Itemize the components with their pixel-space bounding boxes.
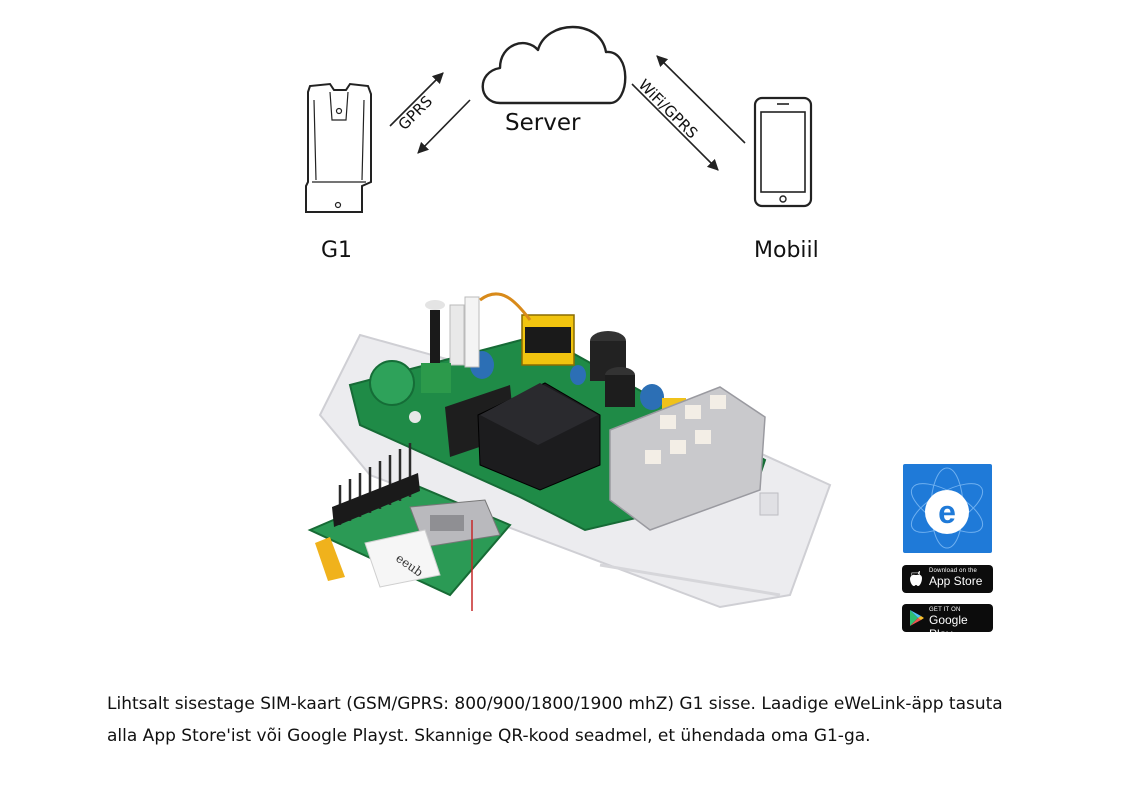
arrow-down-right-link	[631, 83, 719, 171]
g1-board-photo: eeub	[307, 292, 832, 611]
description-line-1: Lihtsalt sisestage SIM-kaart (GSM/GPRS: …	[107, 694, 1003, 714]
appstore-small-text: Download on the	[929, 568, 978, 574]
google-play-badge[interactable]: GET IT ON Google Play	[902, 604, 993, 641]
mobile-label: Mobiil	[754, 238, 819, 263]
apple-logo-icon	[910, 571, 922, 586]
server-label: Server	[505, 110, 581, 136]
google-play-icon	[910, 610, 924, 626]
network-diagram	[305, 25, 813, 213]
svg-text:e: e	[938, 494, 956, 530]
phone-icon	[753, 96, 813, 208]
googleplay-big-text: Google Play	[929, 613, 968, 641]
g1-label: G1	[321, 238, 353, 263]
g1-device-icon	[305, 82, 372, 213]
arrow-up-left-link	[389, 72, 444, 127]
ewelink-orbit-icon: e	[910, 467, 984, 549]
app-store-badge[interactable]:  Download on the App Store	[902, 565, 993, 593]
description-line-2: alla App Store'ist või Google Playst. Sk…	[107, 726, 871, 746]
arrow-up-right-link	[656, 55, 746, 144]
ewelink-app-icon[interactable]: e	[903, 464, 992, 553]
googleplay-small-text: GET IT ON	[929, 607, 961, 613]
description-text: Lihtsalt sisestage SIM-kaart (GSM/GPRS: …	[107, 688, 1067, 752]
appstore-big-text: App Store	[929, 574, 983, 588]
arrow-down-left-link	[417, 99, 471, 154]
cloud-icon	[481, 25, 627, 105]
